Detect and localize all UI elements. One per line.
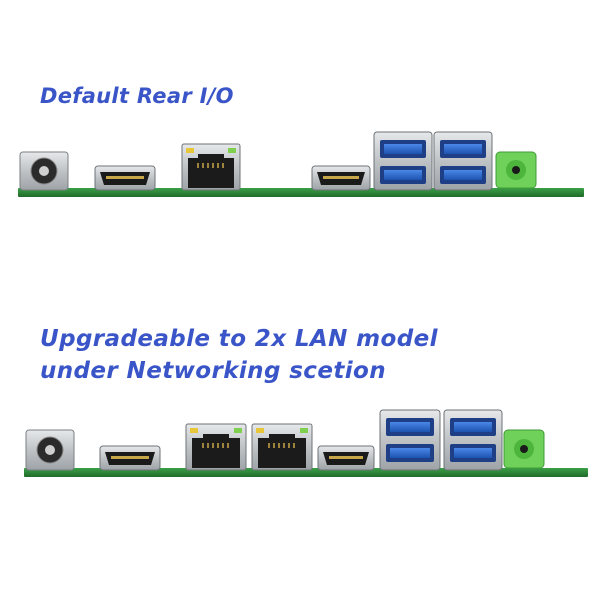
section-heading-upgrade: Upgradeable to 2x LAN model under Networ… bbox=[40, 323, 438, 387]
board-default-io bbox=[18, 131, 584, 197]
usb3-stack-port bbox=[433, 131, 493, 191]
audio-jack-port bbox=[495, 151, 537, 189]
section-heading-upgrade-line2: under Networking scetion bbox=[40, 358, 386, 384]
usb3-stack-port bbox=[379, 409, 441, 471]
rj45-lan-port bbox=[185, 423, 247, 471]
hdmi-port bbox=[311, 165, 371, 191]
audio-jack-port bbox=[503, 429, 545, 469]
section-heading-default: Default Rear I/O bbox=[40, 84, 234, 108]
section-heading-upgrade-line1: Upgradeable to 2x LAN model bbox=[40, 326, 438, 352]
hdmi-port bbox=[317, 445, 375, 471]
rj45-lan-port bbox=[251, 423, 313, 471]
hdmi-port bbox=[99, 445, 161, 471]
rj45-lan-port bbox=[181, 143, 241, 191]
dc-jack-port bbox=[25, 429, 75, 471]
usb3-stack-port bbox=[373, 131, 433, 191]
board-dual-lan-io bbox=[24, 409, 588, 477]
usb3-stack-port bbox=[443, 409, 503, 471]
hdmi-port bbox=[94, 165, 156, 191]
dc-jack-port bbox=[19, 151, 69, 191]
